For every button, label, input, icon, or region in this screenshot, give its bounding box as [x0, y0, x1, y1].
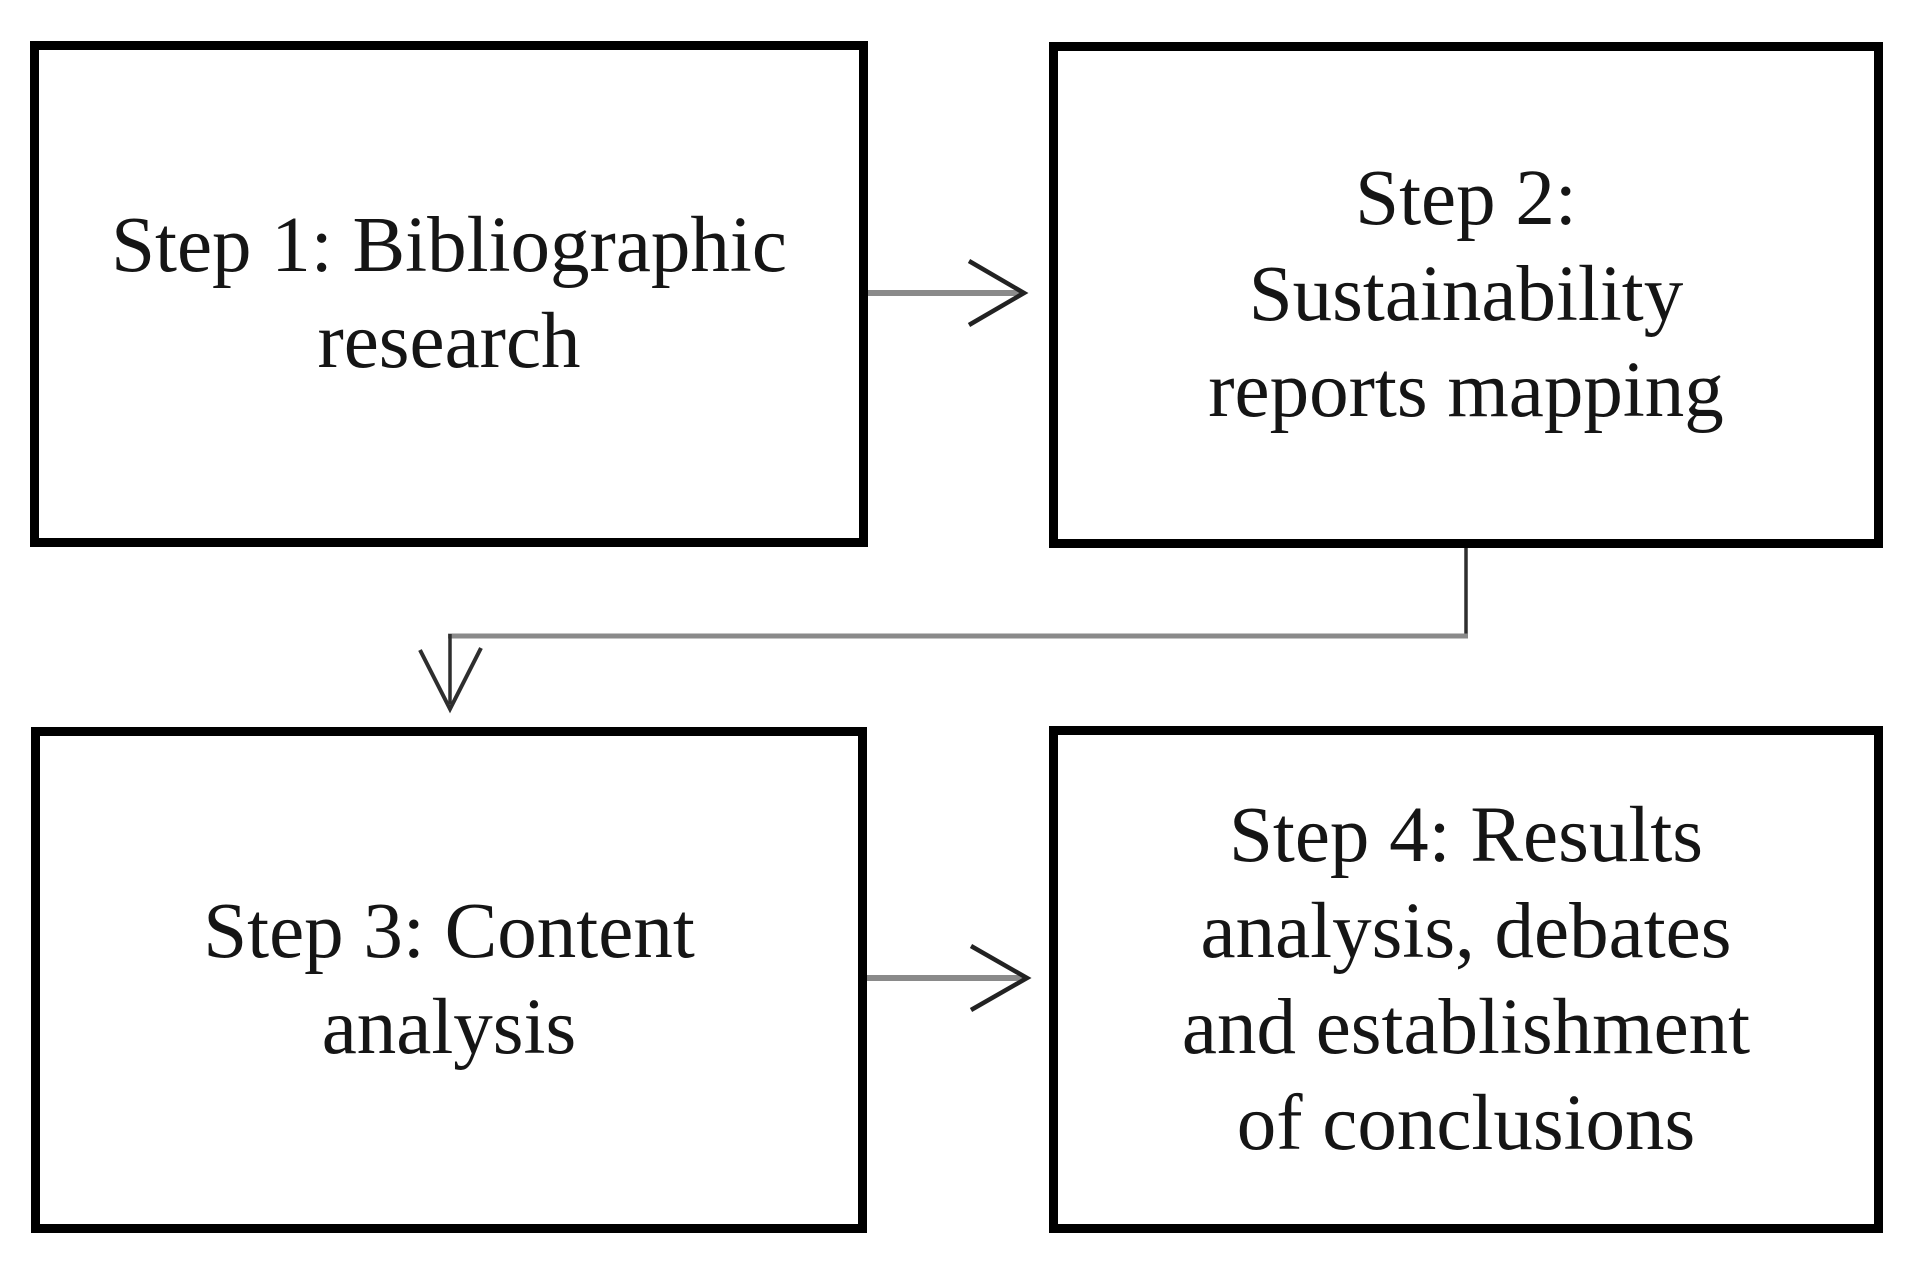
arrow-head-right	[969, 944, 1032, 1012]
connector-step2-to-step3	[418, 548, 1468, 714]
step-1-box: Step 1: Bibliographic research	[30, 41, 868, 547]
step-4-box: Step 4: Results analysis, debates and es…	[1049, 726, 1883, 1233]
step-2-label-line: Sustainability	[1248, 251, 1684, 338]
step-3-label-line: analysis	[321, 984, 577, 1071]
step-4-label-line: Step 4: Results	[1228, 791, 1704, 879]
arrow-head-down	[418, 647, 483, 714]
step-1-label-line: research	[317, 298, 581, 385]
arrow-step1-to-step2	[866, 259, 1029, 327]
arrow-step3-to-step4	[866, 944, 1032, 1012]
step-4-label-line: of conclusions	[1236, 1079, 1696, 1167]
step-2-label-line: reports mapping	[1208, 347, 1724, 434]
step-2-box: Step 2: Sustainability reports mapping	[1049, 42, 1883, 548]
step-4-label-line: and establishment	[1181, 983, 1751, 1071]
step-2-label-line: Step 2:	[1355, 155, 1577, 242]
step-1-label-line: Step 1: Bibliographic	[111, 202, 787, 289]
step-3-label-line: Step 3: Content	[203, 888, 695, 975]
step-4-label-line: analysis, debates	[1200, 887, 1732, 975]
step-3-box: Step 3: Content analysis	[31, 727, 867, 1233]
arrow-head-right	[967, 259, 1029, 327]
